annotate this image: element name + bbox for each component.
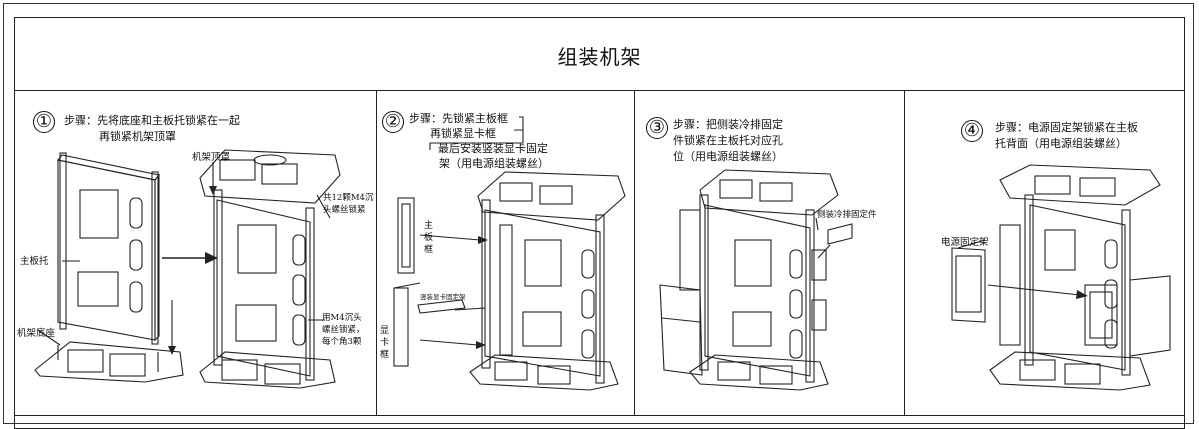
step-2-text-line1: 步骤：先锁紧主板框 [409,112,508,125]
step-1-text-line1: 步骤：先将底座和主板托锁紧在一起 [64,114,240,127]
label-motherboard-tray: 主板托 [20,256,49,267]
step-1-text-line2: 再锁紧机架顶罩 [99,130,176,143]
step-panel-1 [14,91,377,415]
page-title: 组装机架 [557,45,642,69]
label-frame-base: 机架底座 [17,328,56,339]
label-side-radiator-bracket: 侧装冷排固定件 [817,210,877,220]
label-screws-corner-line2: 螺丝锁紧， [322,325,365,335]
label-mb-frame: 主板框 [424,221,434,255]
step-4-text-line2: 托背面（用电源组装螺丝） [995,137,1127,150]
step-3-text-line3: 位（用电源组装螺丝） [673,150,783,163]
step-4-number: ④ [961,120,983,142]
step-panel-3 [635,91,905,415]
step-3-text-line1: 步骤：把侧装冷排固定 [673,118,783,131]
step-2-number: ② [382,111,404,133]
label-screws-top-line1: 共12颗M4沉 [323,193,374,203]
step-2-text-line2: 再锁紧显卡框 [430,127,496,140]
step-3-text-line2: 件锁紧在主板托对应孔 [673,134,783,147]
step-2-text-line4: 架（用电源组装螺丝） [439,157,549,170]
label-screws-corner-line1: 用M4沉头 [322,313,362,323]
label-screws-corner-line3: 每个角3颗 [322,337,362,347]
label-gpu-frame: 显卡框 [380,326,390,360]
label-vertical-gpu-bracket: 竖装显卡固定架 [420,293,466,301]
label-frame-top: 机架顶罩 [192,152,231,163]
outer-border [3,3,1194,424]
step-2-text-line3: 最后安装竖装显卡固定 [438,142,548,155]
step-panel-2 [377,91,635,415]
step-4-text-line1: 步骤：电源固定架锁紧在主板 [995,121,1138,134]
label-psu-bracket: 电源固定架 [941,237,989,248]
label-screws-top-line2: 头螺丝锁紧 [323,205,366,215]
step-1-number: ① [33,111,55,133]
title-row: 组装机架 [14,17,1185,91]
bottom-rule [14,415,1185,416]
step-3-number: ③ [646,117,668,139]
